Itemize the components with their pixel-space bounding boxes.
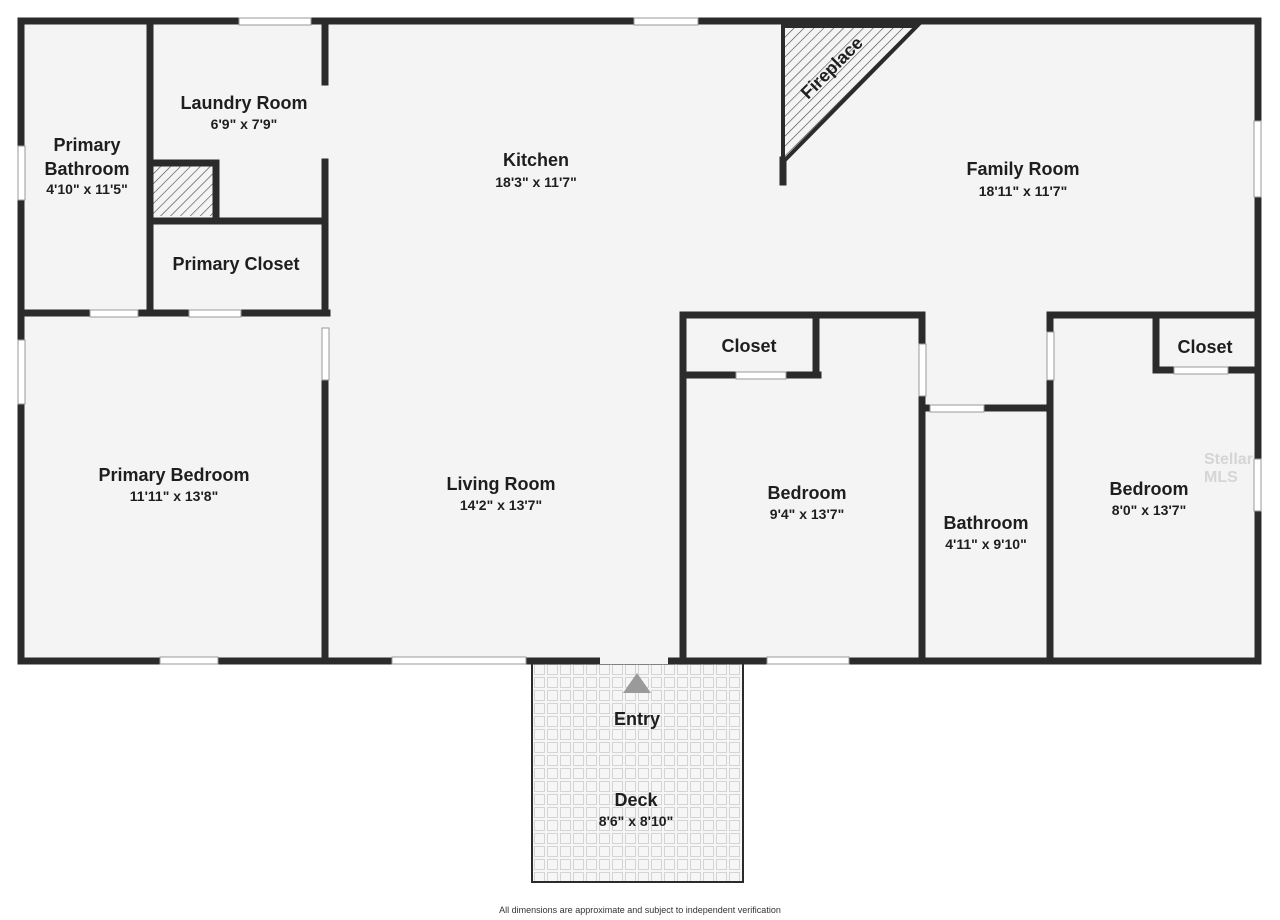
living-room-name: Living Room [447,474,556,494]
bathroom-dims: 4'11" x 9'10" [945,536,1026,552]
entry-name: Entry [614,709,660,729]
kitchen-name: Kitchen [503,150,569,170]
windows [17,17,1262,665]
primary-closet-name: Primary Closet [172,254,299,274]
closet-1-name: Closet [721,336,776,356]
fireplace-shape [781,24,922,167]
disclaimer: All dimensions are approximate and subje… [499,905,781,915]
closet-2-name: Closet [1177,337,1232,357]
deck-name: Deck [614,790,658,810]
primary-bedroom-dims: 11'11" x 13'8" [130,488,218,504]
primary-bathroom-dims: 4'10" x 11'5" [46,181,127,197]
entry-arrow-icon [623,673,651,693]
bedroom-2-name: Bedroom [1109,479,1188,499]
deck-floor [531,660,744,883]
living-room-dims: 14'2" x 13'7" [460,497,542,513]
chase-hatch [153,166,213,216]
house-floor [21,21,1258,661]
walls [17,17,1262,665]
primary-bathroom-name-2: Bathroom [45,159,130,179]
deck-dims: 8'6" x 8'10" [599,813,673,829]
family-room-name: Family Room [966,159,1079,179]
kitchen-dims: 18'3" x 11'7" [495,174,576,190]
family-room-dims: 18'11" x 11'7" [979,183,1067,199]
watermark: Stellar MLS [1204,451,1253,486]
primary-bathroom-name-1: Primary [53,135,120,155]
bedroom-1-dims: 9'4" x 13'7" [770,506,844,522]
bedroom-1-name: Bedroom [767,483,846,503]
bedroom-2-dims: 8'0" x 13'7" [1112,502,1186,518]
laundry-room-name: Laundry Room [180,93,307,113]
laundry-room-dims: 6'9" x 7'9" [211,116,278,132]
primary-bedroom-name: Primary Bedroom [98,465,249,485]
entry-door-gap [600,657,668,664]
bathroom-name: Bathroom [944,513,1029,533]
